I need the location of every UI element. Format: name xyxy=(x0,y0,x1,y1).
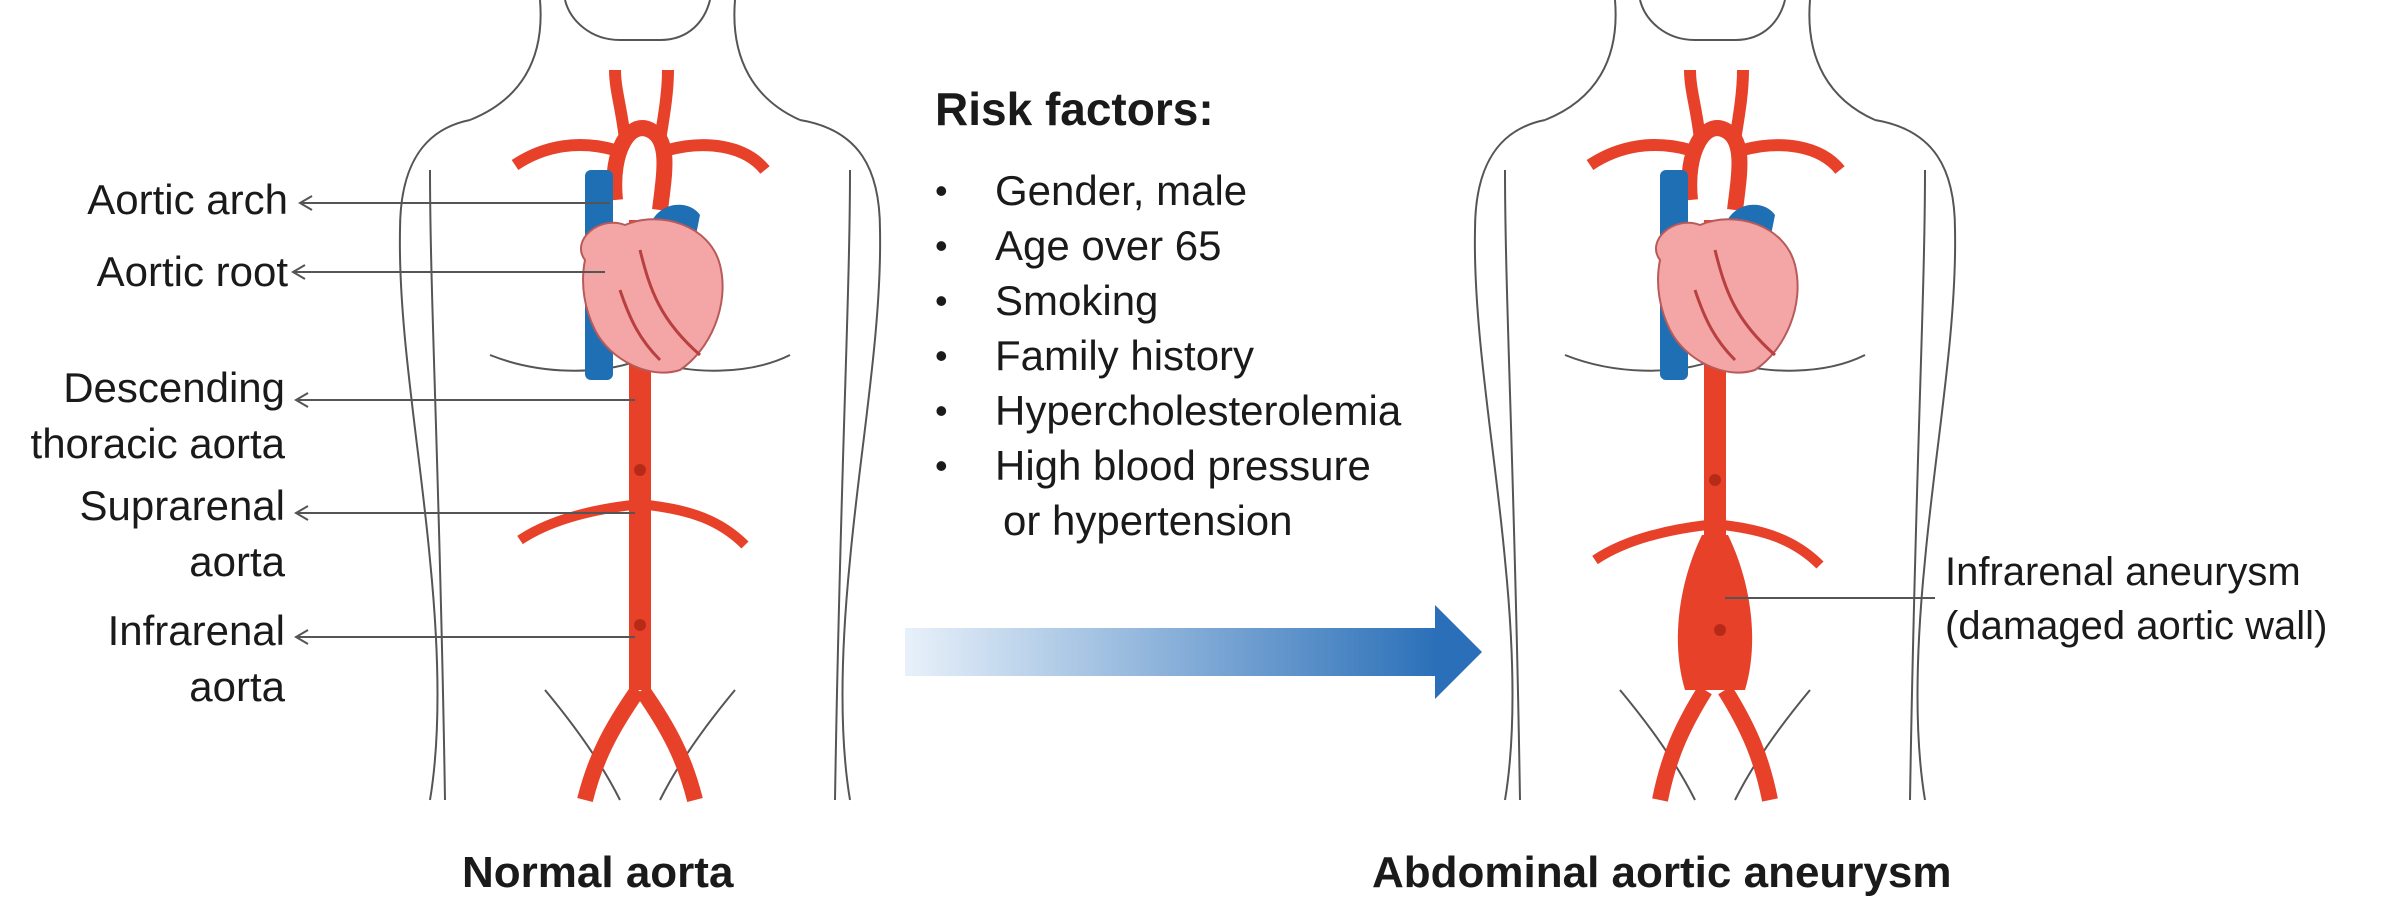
label-aortic-root-text: Aortic root xyxy=(96,248,288,295)
risk-factors-title: Risk factors: xyxy=(935,83,1214,135)
bullet-icon: • xyxy=(935,170,948,211)
right-aneurysm-bulge xyxy=(1677,535,1753,690)
bullet-icon: • xyxy=(935,390,948,431)
pointer-suprarenal-head xyxy=(294,505,309,521)
label-suprarenal-line1: Suprarenal xyxy=(79,482,285,529)
left-torso-neck-left xyxy=(469,0,542,121)
left-celiac-branch xyxy=(634,464,646,476)
bullet-icon: • xyxy=(935,445,948,486)
label-suprarenal-aorta: Suprarenal aorta xyxy=(0,478,285,590)
bullet-icon: • xyxy=(935,335,948,376)
risk-factor-item: •Age over 65 xyxy=(935,218,1401,273)
right-aortic-arch-vessel xyxy=(1681,120,1748,211)
right-iliac-right xyxy=(1718,685,1778,802)
right-torso-head xyxy=(1639,0,1786,41)
caption-abdominal-aortic-aneurysm: Abdominal aortic aneurysm xyxy=(1372,848,1952,897)
pointer-aortic-root-head xyxy=(291,264,306,280)
right-torso-neck-left xyxy=(1544,0,1617,121)
left-heart xyxy=(580,218,724,374)
right-aorta xyxy=(1586,69,1845,802)
right-subclavian-right xyxy=(1741,139,1845,175)
right-carotid-right xyxy=(1729,69,1749,141)
right-celiac-branch xyxy=(1709,474,1721,486)
risk-factor-item: •Family history xyxy=(935,328,1401,383)
left-renal-right xyxy=(647,500,749,549)
left-mesenteric-branch xyxy=(634,619,646,631)
left-torso-hips xyxy=(544,689,736,801)
label-infrarenal-aneurysm-line1: Infrarenal aneurysm xyxy=(1945,550,2301,594)
left-torso-outline-right xyxy=(799,119,882,801)
left-torso-arm-left xyxy=(429,169,446,801)
pointer-infrarenal-head xyxy=(294,629,309,645)
progression-arrow-shaft xyxy=(905,628,1440,676)
right-torso-hips xyxy=(1619,689,1811,801)
label-infrarenal-aorta: Infrarenal aorta xyxy=(0,603,285,715)
label-infrarenal-line1: Infrarenal xyxy=(107,607,285,654)
right-torso-arm-right xyxy=(1909,169,1926,801)
label-infrarenal-aneurysm-line2: (damaged aortic wall) xyxy=(1945,604,2328,648)
label-suprarenal-line2: aorta xyxy=(189,538,285,585)
right-heart xyxy=(1655,218,1799,374)
label-aortic-root: Aortic root xyxy=(40,244,288,300)
left-iliac-left xyxy=(577,685,645,802)
right-renal-left xyxy=(1592,520,1708,565)
label-infrarenal-aneurysm: Infrarenal aneurysm (damaged aortic wall… xyxy=(1945,545,2385,653)
left-iliac-right xyxy=(635,685,703,802)
progression-arrow xyxy=(905,605,1482,699)
risk-factor-item: •Hypercholesterolemia xyxy=(935,383,1401,438)
label-infrarenal-line2: aorta xyxy=(189,663,285,710)
left-renal-left xyxy=(517,500,633,545)
left-subclavian-left xyxy=(511,139,617,171)
left-torso-neck-right xyxy=(733,0,801,121)
risk-factors-list: •Gender, male •Age over 65 •Smoking •Fam… xyxy=(935,163,1401,548)
right-iliac-left xyxy=(1652,685,1712,802)
label-descending-line2: thoracic aorta xyxy=(30,420,285,467)
right-torso-arm-left xyxy=(1504,169,1521,801)
right-torso-outline-right xyxy=(1874,119,1957,801)
left-subclavian-right xyxy=(666,139,770,175)
right-torso xyxy=(1473,0,1957,802)
left-torso-outline-left xyxy=(398,119,471,801)
risk-factor-continuation: or hypertension xyxy=(1003,497,1293,544)
left-torso-arm-right xyxy=(834,169,851,801)
progression-arrow-head xyxy=(1435,605,1482,699)
right-mesenteric-branch xyxy=(1714,624,1726,636)
risk-factor-item: •Smoking xyxy=(935,273,1401,328)
caption-normal-aorta: Normal aorta xyxy=(462,848,734,897)
left-carotid-right xyxy=(654,69,674,141)
left-aorta xyxy=(511,69,770,802)
right-heart-detail xyxy=(1693,249,1776,362)
left-torso xyxy=(398,0,882,802)
pointer-aortic-arch-head xyxy=(298,195,313,211)
left-aortic-arch-vessel xyxy=(606,120,673,211)
left-heart-detail xyxy=(618,249,701,362)
right-torso-outline-left xyxy=(1473,119,1546,801)
left-torso-head xyxy=(564,0,711,41)
label-descending-line1: Descending xyxy=(63,364,285,411)
right-carotid-left xyxy=(1684,69,1706,141)
bullet-icon: • xyxy=(935,280,948,321)
bullet-icon: • xyxy=(935,225,948,266)
label-descending-thoracic-aorta: Descending thoracic aorta xyxy=(0,360,285,472)
label-aortic-arch: Aortic arch xyxy=(40,172,288,228)
pointer-descending-head xyxy=(294,392,309,408)
right-renal-right xyxy=(1722,520,1824,569)
left-carotid-left xyxy=(609,69,631,141)
label-aortic-arch-text: Aortic arch xyxy=(87,176,288,223)
risk-factor-item: •High blood pressure or hypertension xyxy=(935,438,1401,548)
right-subclavian-left xyxy=(1586,139,1692,171)
right-torso-neck-right xyxy=(1808,0,1876,121)
risk-factor-item: •Gender, male xyxy=(935,163,1401,218)
